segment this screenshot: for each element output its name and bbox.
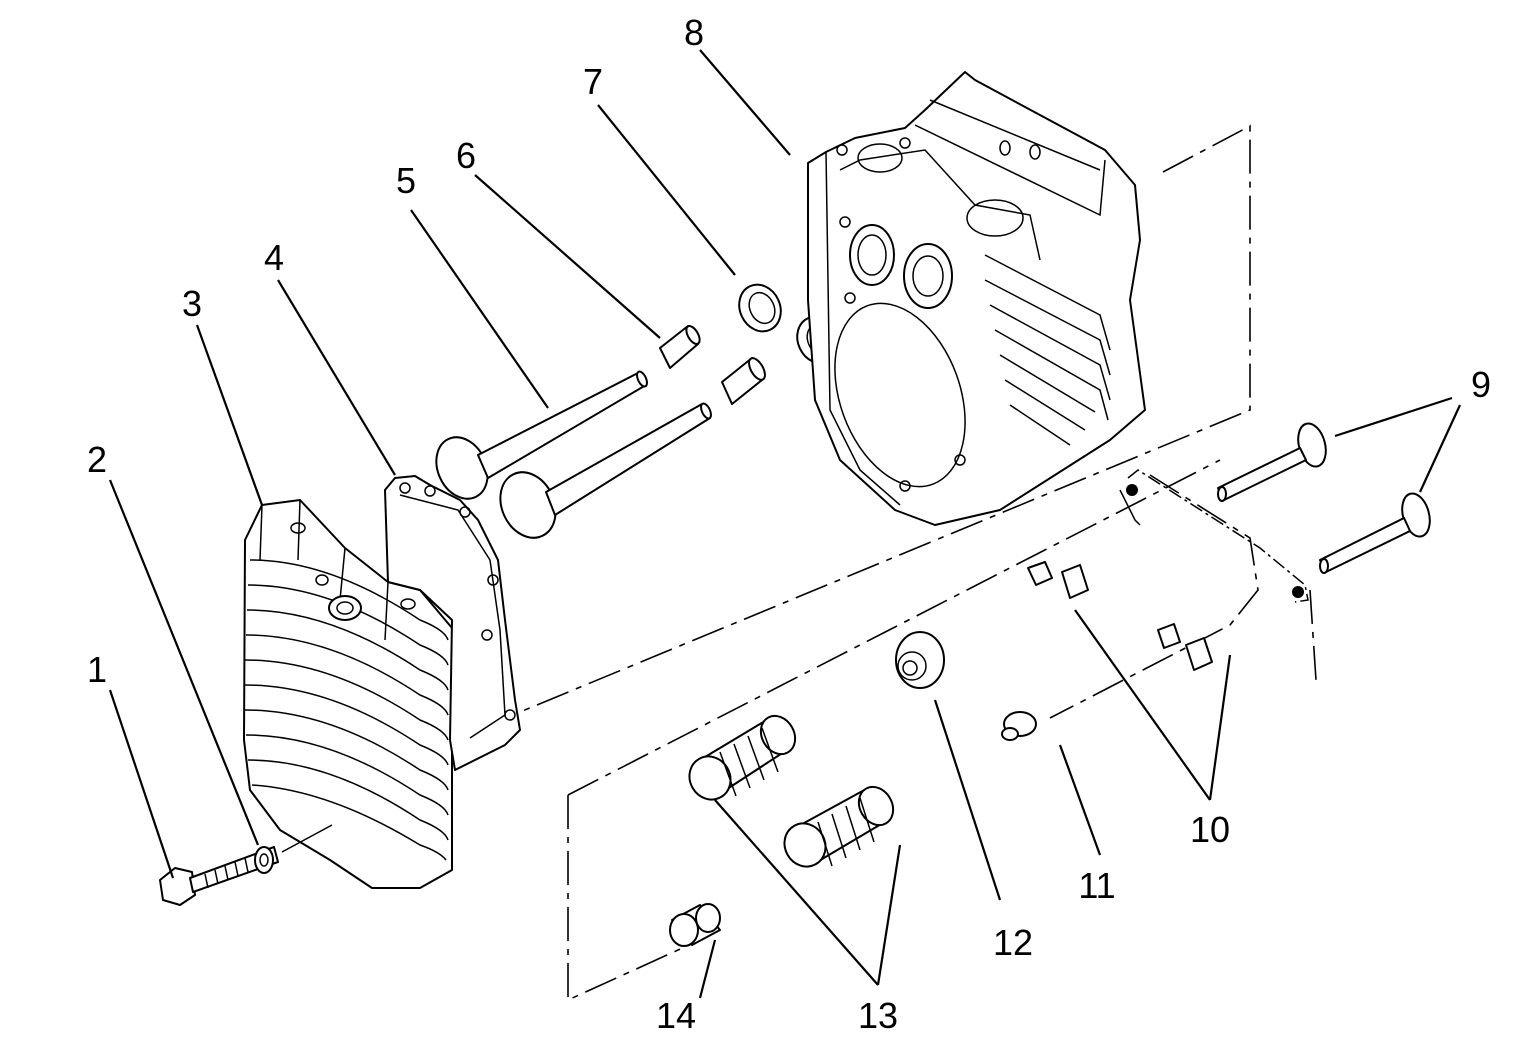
block-fins (984, 254, 1111, 446)
callout-2: 2 (87, 439, 107, 480)
callout-10: 10 (1190, 809, 1230, 850)
callout-9: 9 (1471, 364, 1491, 405)
callout-3: 3 (182, 283, 202, 324)
leader-lines (108, 49, 1461, 999)
valve-upper (435, 370, 648, 500)
cylinder-block (807, 71, 1146, 526)
valve-guides (659, 324, 766, 405)
callout-1: 1 (87, 649, 107, 690)
valve-spring-lower (783, 785, 895, 868)
head-gasket (384, 475, 521, 771)
cooling-fins (244, 559, 449, 861)
callout-4: 4 (264, 237, 284, 278)
callout-labels: 1 2 3 4 5 6 7 8 9 10 11 12 13 14 (87, 12, 1491, 1036)
valve-cap (895, 631, 945, 689)
valve-springs (688, 714, 895, 868)
washer (254, 846, 274, 874)
callout-12: 12 (993, 922, 1033, 963)
breather-plate (1119, 469, 1309, 603)
callout-7: 7 (583, 61, 603, 102)
callout-11: 11 (1078, 865, 1115, 906)
callout-8: 8 (684, 12, 704, 53)
right-valves (1217, 422, 1431, 574)
alignment-lines (519, 124, 1317, 1002)
callout-6: 6 (456, 135, 476, 176)
callout-5: 5 (396, 160, 416, 201)
valves (435, 370, 712, 539)
callout-14: 14 (656, 995, 696, 1036)
guide-insert (669, 903, 721, 947)
callout-13: 13 (858, 995, 898, 1036)
bolt-axis-line (281, 824, 333, 853)
valve-lower (499, 402, 712, 539)
valve-keepers (1027, 561, 1213, 671)
cylinder-head (243, 499, 453, 889)
valve-spring-upper (688, 714, 797, 801)
spring-retainer (1001, 711, 1037, 741)
